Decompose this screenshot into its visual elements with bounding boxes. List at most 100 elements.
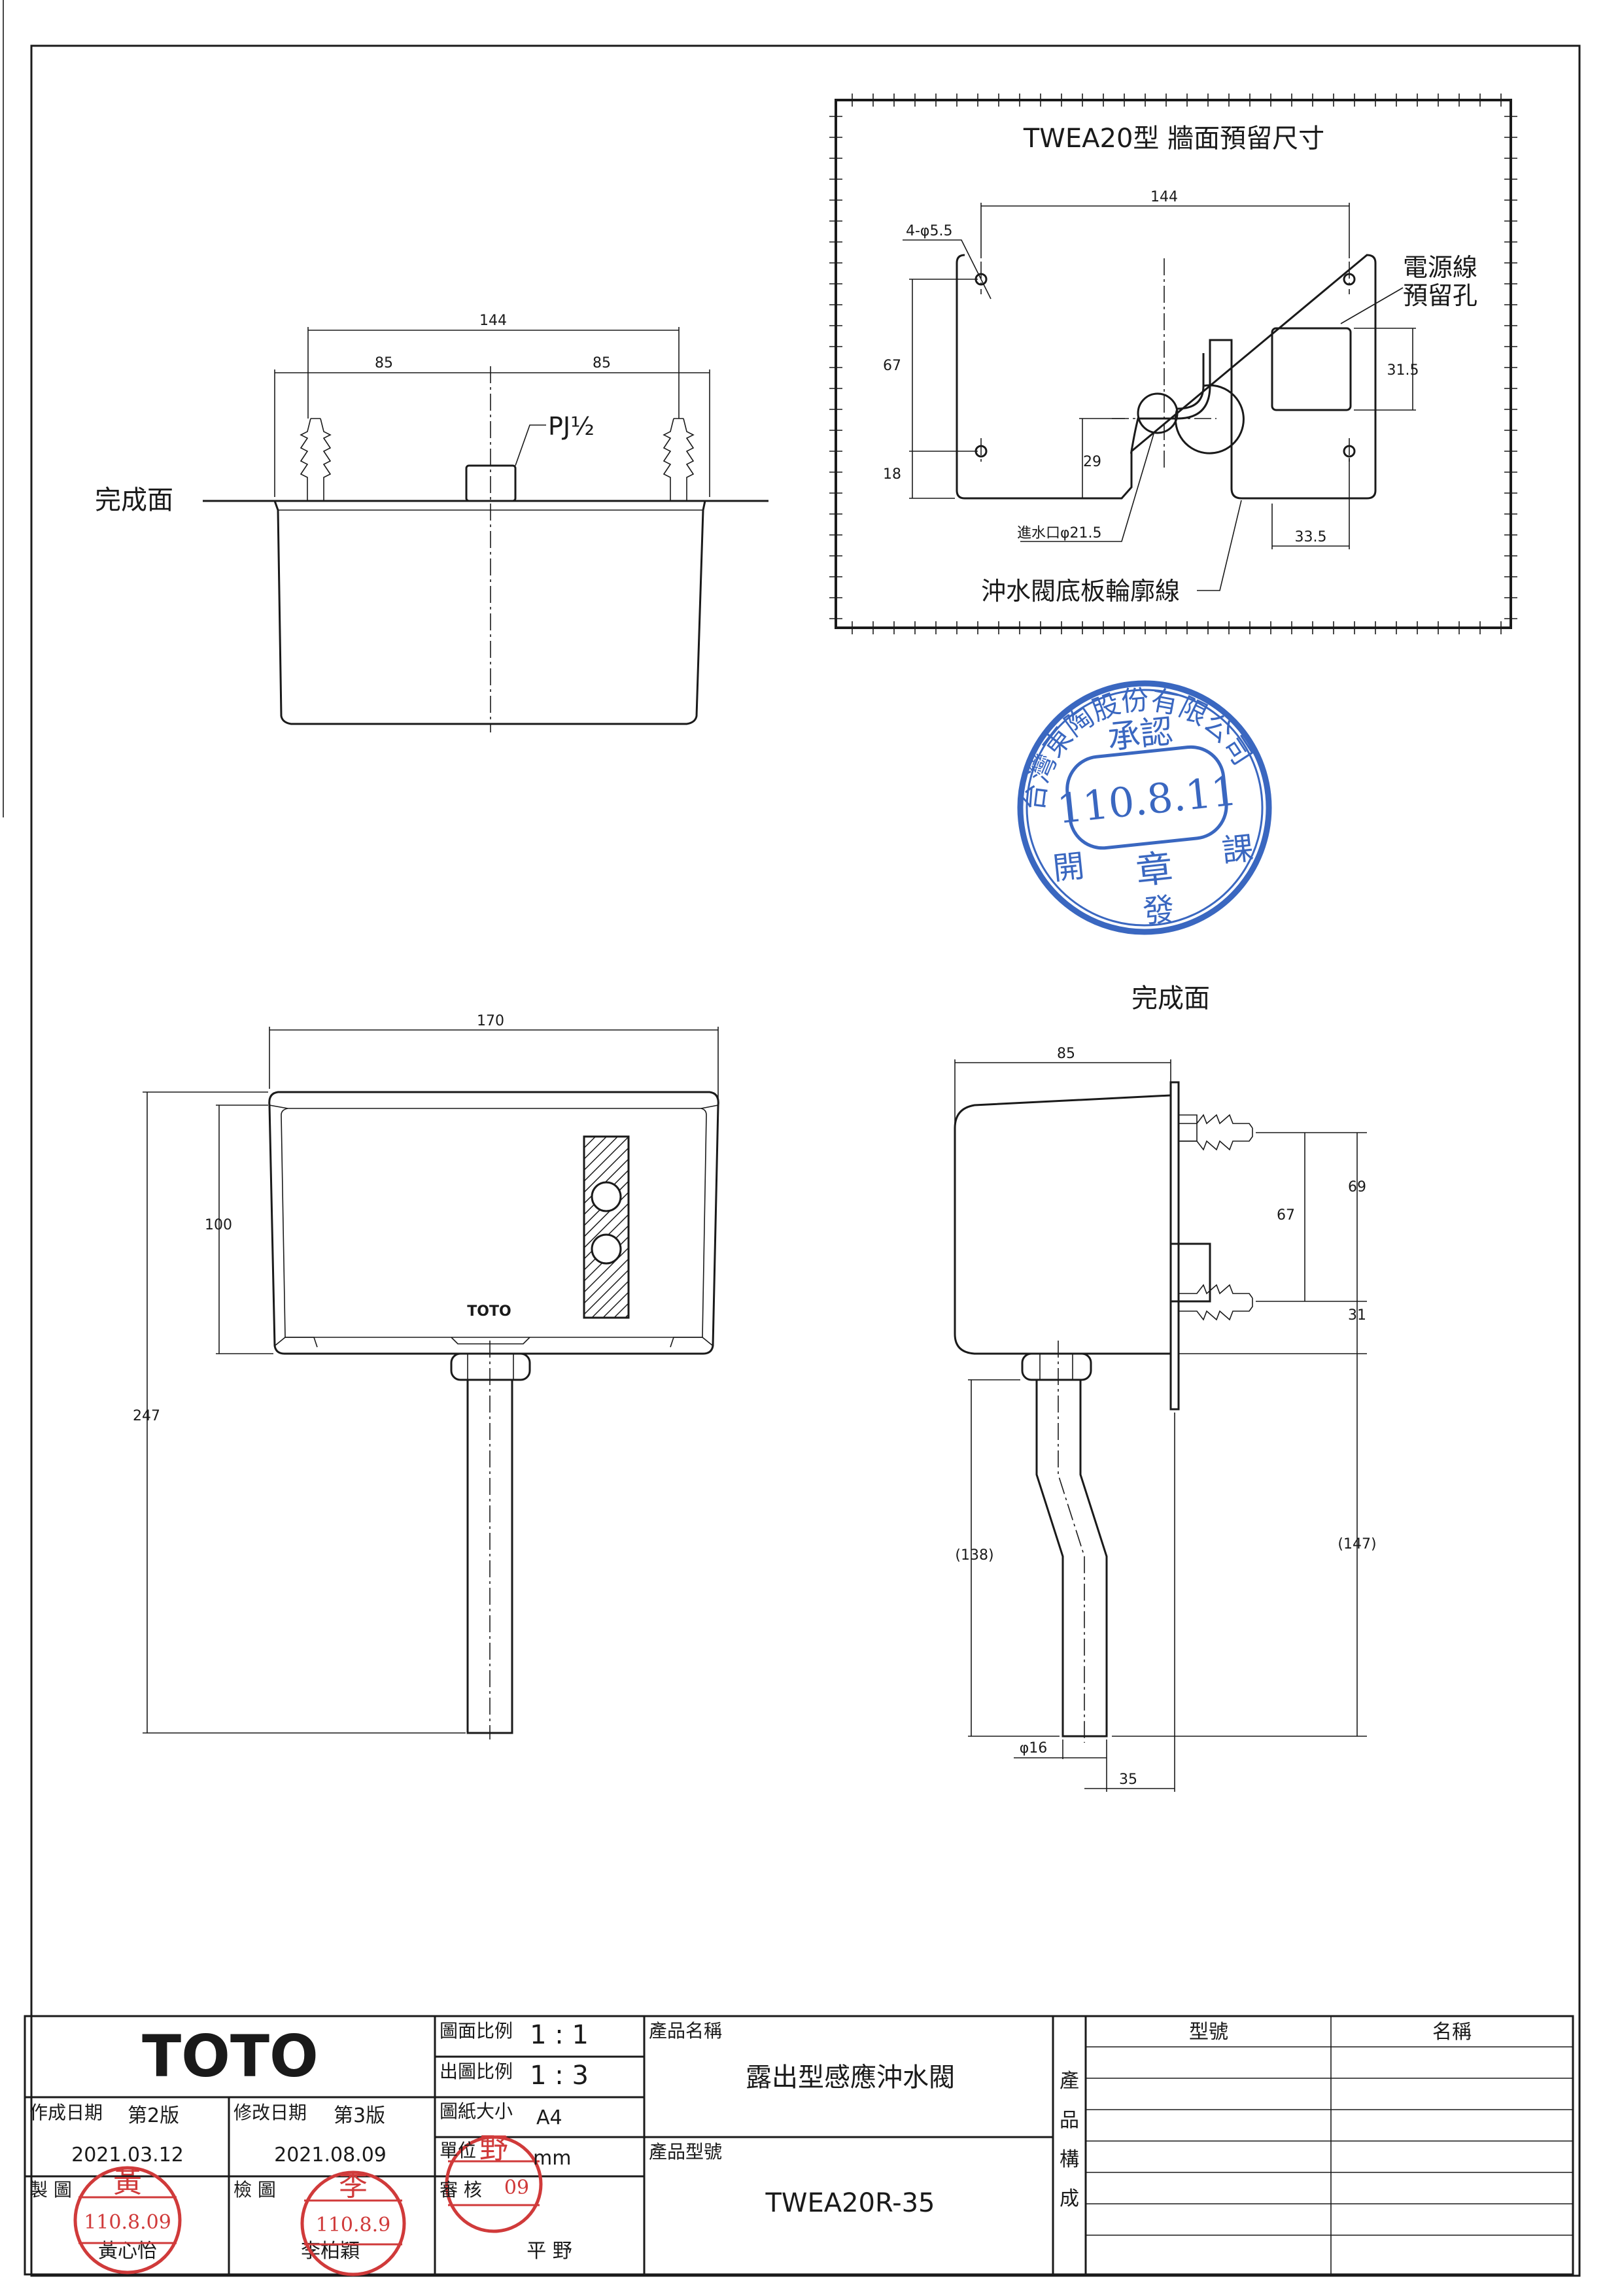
base-plate-outline bbox=[956, 254, 1377, 500]
tb-product-name: 露出型感應沖水閥 bbox=[746, 2063, 955, 2093]
inlet-leader bbox=[1020, 431, 1155, 542]
wall-panel-title: TWEA20型 牆面預留尺寸 bbox=[1023, 124, 1324, 154]
side-dim-67: 67 bbox=[1277, 1207, 1295, 1224]
title-block-frame bbox=[24, 2015, 1574, 2276]
top-view: 144 85 85 PJ½ 完成面 bbox=[95, 313, 768, 732]
drafter-stamp-char: 黃 bbox=[113, 2166, 142, 2199]
tb-created-date: 2021.03.12 bbox=[71, 2144, 184, 2167]
wall-panel-box: TWEA20型 牆面預留尺寸 144 4-φ5.5 67 18 bbox=[829, 94, 1517, 634]
top-view-pipe-stub bbox=[465, 464, 517, 502]
side-dim-85: 85 bbox=[1057, 1046, 1075, 1062]
sensor-eye-lower bbox=[591, 1233, 622, 1265]
front-view: TOTO 170 100 247 bbox=[133, 1013, 719, 1739]
side-anchor-upper bbox=[1179, 1114, 1253, 1151]
tb-paper-value: A4 bbox=[536, 2106, 562, 2129]
tb-paper-label: 圖紙大小 bbox=[440, 2100, 513, 2122]
side-connector-block bbox=[1171, 1242, 1211, 1303]
panel-dim-67: 67 bbox=[883, 358, 901, 374]
stamp-seal-char: 章 bbox=[1134, 847, 1175, 893]
side-upper-fitting bbox=[1179, 1114, 1198, 1142]
tb-brand: TOTO bbox=[142, 2023, 319, 2090]
holes-leader bbox=[903, 239, 992, 300]
side-flush-pipe bbox=[1035, 1380, 1108, 1738]
tb-drafter-label: 製 圖 bbox=[29, 2179, 72, 2201]
side-dim-16: φ16 bbox=[1020, 1740, 1048, 1756]
approval-stamp: 台灣東陶股份有限公司 承認 110.8.11 章 開 發 課 bbox=[1006, 672, 1272, 935]
top-view-anchor-right bbox=[663, 418, 695, 501]
side-coupling-nut bbox=[1021, 1352, 1092, 1381]
reviewer-stamp: 野 09 bbox=[445, 2132, 543, 2233]
front-coupling-nut bbox=[450, 1352, 531, 1381]
tb-created-label: 作成日期 bbox=[29, 2102, 103, 2123]
side-dim-147: (147) bbox=[1337, 1536, 1376, 1552]
stamp-date: 110.8.11 bbox=[1055, 766, 1239, 832]
sensor-window bbox=[583, 1135, 630, 1319]
tb-scale-label: 圖面比例 bbox=[440, 2020, 513, 2042]
pj-leader bbox=[515, 424, 546, 466]
wall-panel-frame bbox=[835, 99, 1512, 629]
front-brand-logo: TOTO bbox=[467, 1303, 511, 1320]
bevel bbox=[274, 1337, 286, 1346]
tb-product-model: TWEA20R-35 bbox=[765, 2188, 935, 2218]
power-cable-hole bbox=[1271, 327, 1352, 411]
bevel bbox=[702, 1337, 714, 1346]
panel-dim-144: 144 bbox=[1150, 189, 1178, 205]
side-finish-surface-label: 完成面 bbox=[1131, 984, 1210, 1014]
front-dim-100: 100 bbox=[205, 1217, 232, 1233]
bevel bbox=[269, 1105, 288, 1109]
front-dim-247: 247 bbox=[133, 1408, 160, 1424]
stamp-bottom-char: 發 bbox=[1141, 891, 1177, 931]
top-view-body bbox=[273, 500, 706, 725]
tb-print-scale-label: 出圖比例 bbox=[440, 2061, 513, 2082]
side-anchor-lower bbox=[1179, 1284, 1253, 1321]
top-dim-85-right: 85 bbox=[593, 355, 611, 371]
wall-panel-hatch-ticks bbox=[829, 94, 1517, 634]
top-dim-144: 144 bbox=[479, 313, 507, 329]
side-dim-31: 31 bbox=[1348, 1307, 1366, 1324]
checker-stamp-char: 李 bbox=[339, 2169, 368, 2202]
outline-leader bbox=[1197, 500, 1242, 591]
tb-composition-1: 產 bbox=[1060, 2070, 1079, 2093]
tb-composition-4: 成 bbox=[1060, 2187, 1079, 2210]
power-hole-label-2: 預留孔 bbox=[1403, 281, 1477, 310]
bevel bbox=[700, 1105, 719, 1109]
tb-composition-2: 品 bbox=[1060, 2109, 1079, 2132]
tb-scale-value: 1 : 1 bbox=[530, 2020, 589, 2050]
inlet-cutout bbox=[1174, 353, 1245, 454]
top-view-anchor-left bbox=[300, 418, 332, 501]
drafter-stamp: 黃 110.8.09 bbox=[73, 2166, 182, 2274]
sheet-border bbox=[30, 44, 1581, 2277]
tb-product-name-label: 產品名稱 bbox=[649, 2020, 722, 2042]
side-dim-69: 69 bbox=[1348, 1179, 1366, 1195]
checker-stamp: 李 110.8.9 bbox=[300, 2169, 406, 2276]
tb-product-model-label: 產品型號 bbox=[649, 2141, 722, 2163]
reviewer-stamp-date: 09 bbox=[504, 2176, 529, 2199]
title-block: TOTO 作成日期 第2版 2021.03.12 修改日期 第3版 2021.0… bbox=[24, 2015, 1574, 2276]
tb-unit-value: mm bbox=[533, 2147, 571, 2170]
side-dim-35: 35 bbox=[1119, 1772, 1137, 1788]
composition-grid bbox=[1086, 2046, 1573, 2236]
power-hole-label-1: 電源線 bbox=[1403, 253, 1477, 282]
side-centerline bbox=[1058, 1341, 1085, 1743]
inlet-label: 進水口φ21.5 bbox=[1017, 525, 1102, 541]
panel-dim-31-5: 31.5 bbox=[1387, 362, 1419, 379]
stamp-left-char: 開 bbox=[1051, 848, 1086, 887]
tb-revised-label: 修改日期 bbox=[233, 2102, 307, 2123]
panel-dim-33-5: 33.5 bbox=[1295, 529, 1327, 545]
top-finish-surface-label: 完成面 bbox=[95, 485, 173, 515]
tb-col-model: 型號 bbox=[1189, 2021, 1228, 2044]
front-dim-170: 170 bbox=[477, 1013, 504, 1029]
tb-revised-edition: 第3版 bbox=[334, 2104, 385, 2127]
tb-revised-date: 2021.08.09 bbox=[274, 2144, 387, 2167]
tb-print-scale-value: 1 : 3 bbox=[530, 2061, 589, 2091]
side-view: 完成面 85 67 69 31 bbox=[954, 984, 1377, 1792]
front-bottom-lip bbox=[285, 1337, 702, 1348]
side-body bbox=[954, 1094, 1171, 1355]
sensor-eye-upper bbox=[591, 1181, 622, 1212]
tb-composition-3: 構 bbox=[1060, 2148, 1079, 2171]
tb-reviewer-label: 審 核 bbox=[440, 2179, 482, 2201]
drafter-stamp-date: 110.8.09 bbox=[84, 2211, 171, 2234]
power-hole-leader bbox=[1340, 287, 1404, 324]
